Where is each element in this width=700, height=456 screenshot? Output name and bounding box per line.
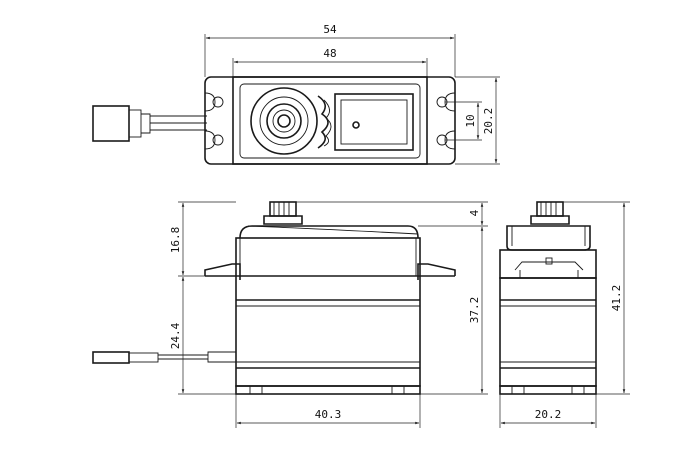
top-flange: [204, 76, 456, 165]
front-body: [235, 237, 421, 387]
dim-front-horn-height: 4: [468, 209, 481, 216]
dim-front-flange-to-bottom: 24.4: [169, 322, 182, 349]
top-view: 54 48 20.2 10: [92, 23, 500, 165]
top-cable: [150, 115, 207, 131]
logo-mark: [317, 95, 329, 149]
dim-top-width-inner: 48: [323, 47, 336, 60]
dim-top-height-outer: 20.2: [482, 108, 495, 135]
dim-top-height-inner: 10: [464, 114, 477, 127]
top-label-plate: [334, 93, 414, 151]
dim-front-top-to-flange: 16.8: [169, 227, 182, 254]
front-view: 16.8 24.4 4 37.2 40.3: [92, 201, 488, 428]
side-top-cap: [506, 225, 591, 251]
dim-side-width: 20.2: [535, 408, 562, 421]
front-top-cap: [239, 225, 419, 239]
dim-front-width: 40.3: [315, 408, 342, 421]
side-view: 41.2 20.2: [499, 201, 630, 428]
side-body: [499, 277, 597, 387]
dim-front-body-height: 37.2: [468, 297, 481, 324]
dim-top-width-outer: 54: [323, 23, 337, 36]
top-horn: [250, 87, 318, 155]
front-connector: [92, 351, 130, 364]
dim-side-total-height: 41.2: [610, 285, 623, 312]
top-connector: [92, 105, 130, 142]
